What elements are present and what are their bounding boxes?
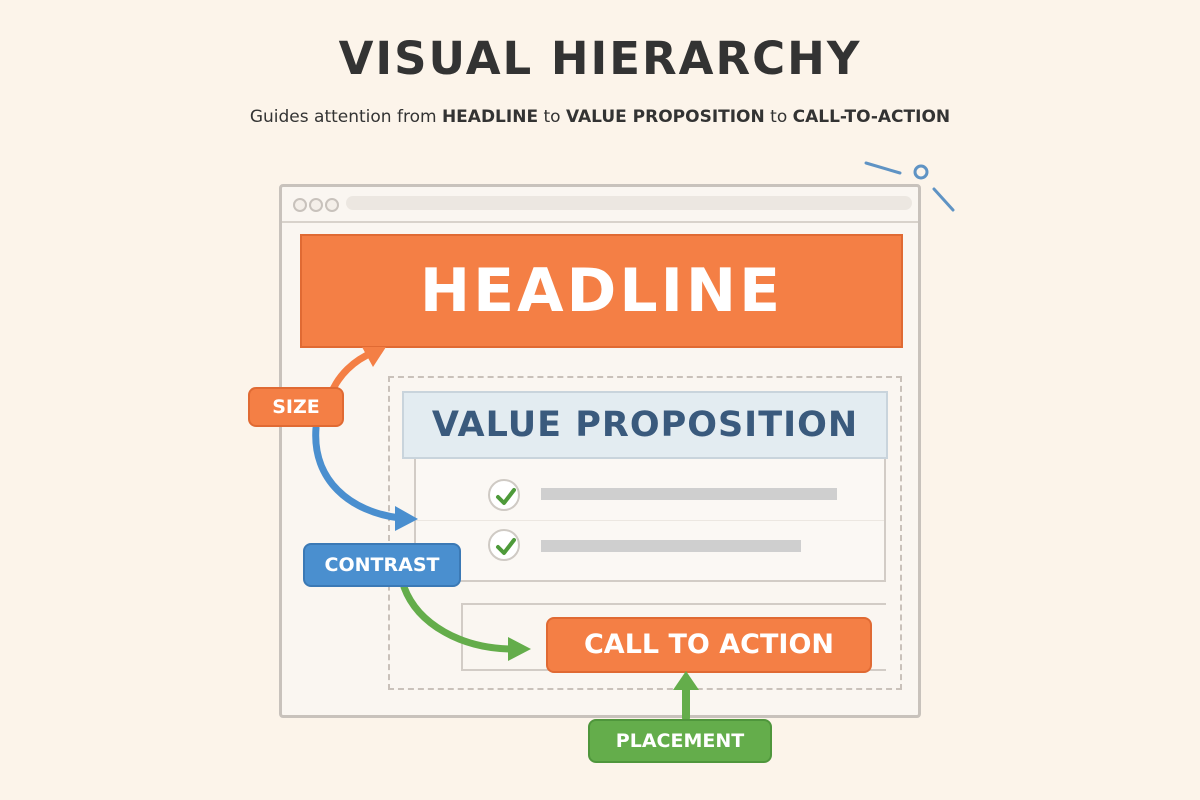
call-to-action-button: CALL TO ACTION [546, 617, 872, 673]
diagram-subtitle: Guides attention from HEADLINE to VALUE … [0, 107, 1200, 127]
list-divider [416, 520, 884, 521]
browser-toolbar [282, 187, 918, 223]
headline-block: HEADLINE [300, 234, 903, 348]
subtitle-value-proposition: VALUE PROPOSITION [565, 107, 765, 127]
magnifier-sparkle-icon [864, 161, 955, 212]
subtitle-call-to-action: CALL-TO-ACTION [792, 107, 951, 127]
value-proposition-block: VALUE PROPOSITION [402, 391, 888, 459]
address-bar [346, 196, 912, 210]
diagram-title: VISUAL HIERARCHY [338, 32, 862, 85]
size-tag: SIZE [248, 387, 344, 427]
list-item-placeholder-bar [541, 488, 837, 500]
content-region-outline [388, 376, 902, 690]
subtitle-connector-1: to [538, 107, 566, 127]
subtitle-connector-2: to [764, 107, 793, 127]
placement-tag: PLACEMENT [588, 719, 772, 763]
contrast-arrow-icon [312, 424, 418, 531]
checkmark-icon [488, 479, 520, 511]
checkmark-icon [488, 529, 520, 561]
window-dot-icon [325, 198, 339, 212]
window-dot-icon [309, 198, 323, 212]
list-item-placeholder-bar [541, 540, 801, 552]
contrast-tag: CONTRAST [303, 543, 461, 587]
subtitle-headline: HEADLINE [441, 107, 539, 127]
window-dot-icon [293, 198, 307, 212]
placement-arrow-upper-icon [400, 583, 531, 661]
placement-arrow-lower-icon [673, 671, 699, 722]
subtitle-prefix: Guides attention from [249, 107, 442, 127]
